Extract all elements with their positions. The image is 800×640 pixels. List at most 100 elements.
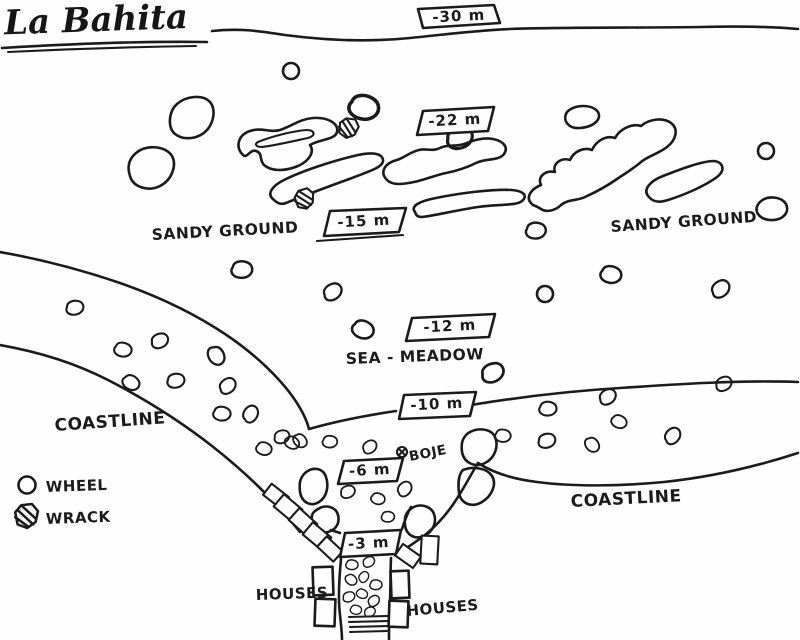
depth-marker-3m: -3 m: [338, 528, 403, 559]
depth-marker-6m: -6 m: [336, 456, 405, 486]
rock: [478, 359, 508, 386]
depth-box: [404, 312, 497, 343]
reef-outline: [755, 196, 789, 222]
jetty-structures: [261, 482, 440, 570]
map-title: La Bahita: [2, 0, 188, 43]
rock: [298, 467, 329, 506]
coastline-left-label: COASTLINE: [54, 408, 166, 436]
legend: WHEEL WRACK: [13, 475, 112, 530]
pebble: [393, 478, 416, 500]
shore-pebbles-left: [65, 299, 311, 459]
depth-label: -15 m: [337, 211, 391, 232]
depth-label: -3 m: [348, 533, 390, 553]
depth-label: -6 m: [349, 460, 391, 480]
house: [389, 569, 411, 600]
wheel-icon: [535, 284, 555, 304]
pebble: [536, 431, 558, 450]
area-labels: SANDY GROUND SANDY GROUND SEA - MEADOW: [151, 208, 757, 368]
pebble: [238, 401, 263, 427]
depth-box: [416, 3, 502, 30]
sandy-ground-right-label: SANDY GROUND: [610, 208, 758, 236]
title-block: La Bahita: [0, 0, 209, 54]
pebble: [148, 330, 171, 351]
reef-outline: [527, 118, 677, 213]
pebble: [342, 571, 360, 589]
depth-marker-10m: -10 m: [397, 390, 478, 421]
pebble: [65, 299, 85, 316]
depth-label: -10 m: [410, 394, 464, 415]
coast-lower-line-left: [0, 343, 302, 534]
reef-outlines: [127, 89, 789, 386]
depth-box-underline: [315, 233, 405, 243]
rock: [310, 505, 340, 534]
rock: [229, 258, 255, 281]
jetty-block: [316, 535, 344, 563]
reef-inner-line: [254, 128, 315, 149]
reef-outline: [127, 146, 176, 190]
depth-label: -12 m: [423, 316, 477, 337]
pebble: [581, 434, 603, 456]
shore-pebbles-right: [492, 373, 735, 456]
depth-marker-12m: -12 m: [404, 312, 497, 343]
wrack-icon: [292, 186, 317, 212]
depth-marker-15m: -15 m: [315, 206, 408, 243]
legend-wrack-label: WRACK: [46, 508, 112, 528]
pebble: [348, 602, 364, 617]
depth-box: [338, 528, 403, 559]
houses-left-label: HOUSES: [256, 583, 329, 604]
rock: [460, 428, 498, 467]
reef-outline: [412, 188, 526, 219]
pebble: [111, 339, 135, 361]
wrack-icon: [13, 502, 40, 530]
pebble: [204, 343, 228, 369]
pebble: [215, 374, 240, 398]
rock: [319, 279, 346, 304]
pebble: [338, 483, 358, 501]
pebble: [368, 578, 384, 592]
building: [419, 534, 440, 566]
reef-outline: [168, 95, 215, 140]
depth-label: -22 m: [428, 110, 482, 131]
pebble: [537, 399, 559, 419]
reef-outline: [269, 152, 385, 206]
reef-outline: [237, 116, 339, 172]
houses-right-label: HOUSES: [406, 596, 480, 620]
channel-rocks: [341, 554, 384, 619]
house: [313, 597, 337, 628]
contour-line-30m: [210, 25, 800, 42]
pebble: [344, 557, 360, 572]
pebble: [281, 432, 303, 453]
wheel-icon: [281, 61, 301, 81]
wheel-icon: [756, 141, 776, 161]
pebble: [365, 592, 383, 609]
pebble: [368, 489, 388, 508]
pebble: [166, 372, 186, 389]
rock: [457, 466, 496, 506]
pebble: [320, 433, 340, 450]
buoy-label: BOJE: [408, 442, 448, 465]
jetty-block: [393, 542, 423, 570]
reef-outline: [645, 159, 724, 203]
houses: [311, 565, 411, 629]
legend-wheel-label: WHEEL: [46, 476, 108, 496]
depth-box: [397, 390, 478, 421]
depth-marker-30m: -30 m: [416, 3, 502, 30]
pebble: [210, 403, 234, 424]
channel-walls: [337, 556, 393, 640]
depth-marker-22m: -22 m: [415, 105, 496, 137]
reef-outline: [382, 137, 508, 186]
sandy-ground-left-label: SANDY GROUND: [151, 218, 298, 244]
buoy-marker: BOJE: [395, 442, 448, 465]
house: [311, 565, 335, 597]
depth-box: [322, 206, 408, 238]
pebble: [356, 569, 372, 585]
pebble: [253, 438, 275, 459]
pebble: [354, 586, 370, 602]
depth-box: [336, 456, 405, 486]
depth-label: -30 m: [432, 6, 486, 27]
pebble: [341, 590, 357, 604]
wheel-icon: [17, 475, 37, 495]
sea-meadow-label: SEA - MEADOW: [346, 345, 485, 368]
